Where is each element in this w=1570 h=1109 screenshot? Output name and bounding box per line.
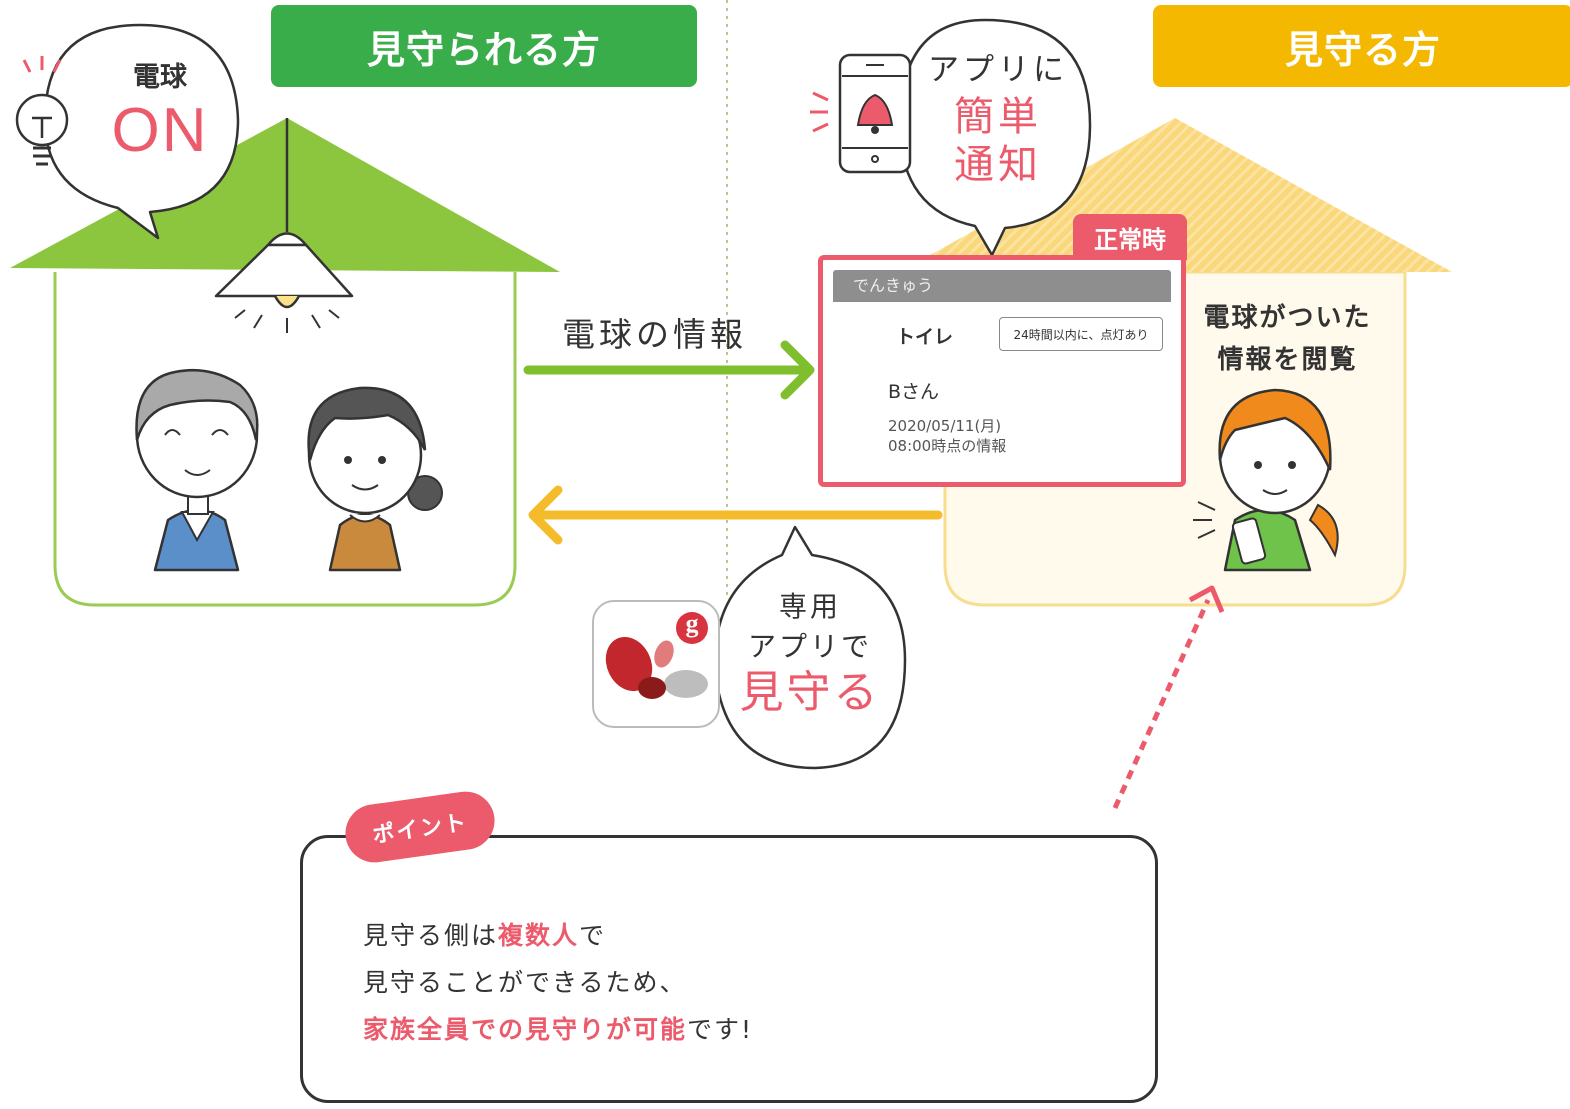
point-box: 見守る側は複数人で 見守ることができるため、 家族全員での見守りが可能です! <box>300 835 1158 1103</box>
bulb-bubble-line1: 電球 <box>133 62 187 93</box>
watcher-label: 見守る方 <box>1153 5 1570 87</box>
point-line3-highlight: 家族全員での見守りが可能 <box>363 1015 688 1044</box>
normal-status-badge: 正常時 <box>1073 214 1187 260</box>
view-info-line2: 情報を閲覧 <box>1217 344 1358 375</box>
dedicated-bubble-text: 専用 アプリで 見守る <box>725 590 895 720</box>
app-icon-letter: g <box>685 609 699 638</box>
notify-bubble-line1: アプリに <box>928 52 1068 88</box>
bulb-bubble-text: 電球 ON <box>90 62 230 169</box>
card-status-tag: 24時間以内に、点灯あり <box>999 317 1163 351</box>
girl-with-phone-illustration <box>1193 388 1339 572</box>
card-time: 08:00時点の情報 <box>888 437 1007 455</box>
point-line-1: 見守る側は複数人で <box>363 916 606 952</box>
notify-bubble-line3: 通知 <box>954 142 1042 189</box>
watched-label-text: 見守られる方 <box>366 27 601 72</box>
dedicated-app-speech-bubble <box>713 525 907 770</box>
view-info-label: 電球がついた 情報を閲覧 <box>1190 298 1385 381</box>
point-badge-text: ポイント <box>371 810 470 849</box>
app-icon[interactable]: g <box>592 600 720 728</box>
app-arrow-left <box>528 485 943 545</box>
bulb-bubble-line2: ON <box>111 96 209 166</box>
point-line1-highlight: 複数人 <box>498 921 580 950</box>
point-line1-a: 見守る側は <box>363 921 499 950</box>
elderly-man-illustration <box>135 368 259 572</box>
card-location: トイレ <box>896 326 954 348</box>
phone-bell-icon <box>810 53 912 174</box>
app-logo-graphic <box>605 612 708 699</box>
card-date: 2020/05/11(月) <box>888 417 1002 435</box>
info-flow-label: 電球の情報 <box>562 315 747 354</box>
info-arrow-right <box>523 340 815 400</box>
bulb-icon <box>15 56 69 166</box>
dedicated-bubble-line2: アプリで <box>747 629 872 663</box>
view-info-line1: 電球がついた <box>1203 303 1372 333</box>
notify-bubble-line2: 簡単 <box>954 94 1042 141</box>
card-person: Bさん <box>888 381 940 403</box>
dedicated-bubble-line1: 専用 <box>778 590 841 623</box>
dedicated-bubble-line3: 見守る <box>739 667 881 719</box>
point-line-3: 家族全員での見守りが可能です! <box>363 1010 753 1046</box>
notification-card[interactable]: でんきゅう トイレ 24時間以内に、点灯あり Bさん 2020/05/11(月)… <box>818 255 1186 487</box>
point-arrow <box>1112 585 1225 810</box>
notify-bubble-text: アプリに 簡単 通知 <box>918 52 1078 189</box>
elderly-woman-illustration <box>307 386 443 572</box>
card-header: でんきゅう <box>833 270 1171 302</box>
pendant-lamp-illustration <box>214 118 354 333</box>
point-line3-b: です! <box>687 1015 754 1044</box>
watched-label: 見守られる方 <box>271 5 697 87</box>
point-line1-c: で <box>579 921 607 950</box>
point-line-2: 見守ることができるため、 <box>363 968 687 997</box>
watcher-label-text: 見守る方 <box>1284 27 1441 72</box>
